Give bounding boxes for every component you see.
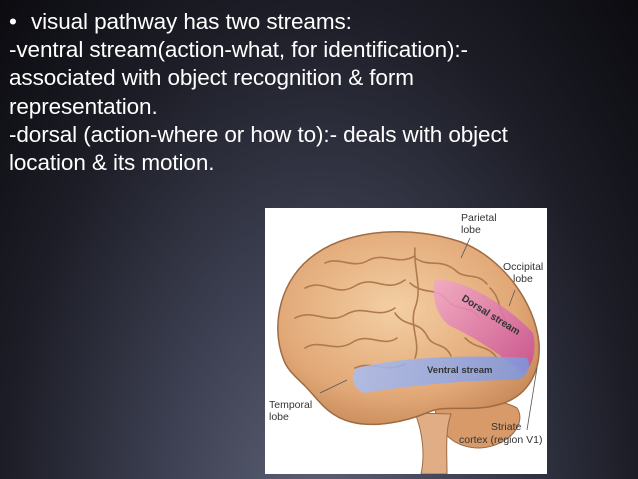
temporal-label: Temporal: [269, 399, 312, 411]
temporal-label-2: lobe: [269, 411, 289, 423]
brain-diagram-figure: Dorsal stream Ventral stream Parietal lo…: [265, 208, 547, 474]
brain-diagram: Dorsal stream Ventral stream Parietal lo…: [269, 212, 543, 474]
text-line-5: -dorsal (action-where or how to):- deals…: [9, 121, 508, 147]
bullet-line: • visual pathway has two streams:: [9, 8, 634, 36]
ventral-stream-shape: [352, 356, 530, 393]
bullet-dot: •: [9, 9, 17, 34]
text-line-1: visual pathway has two streams:: [31, 9, 352, 34]
text-line-6: location & its motion.: [9, 150, 215, 176]
dorsal-stream-shape: [433, 279, 535, 373]
leader-lines: [319, 237, 538, 431]
parietal-label: Parietal: [461, 212, 497, 224]
text-line-4: representation.: [9, 93, 158, 119]
text-line-3: associated with object recognition & for…: [9, 65, 414, 91]
ventral-stream-label: Ventral stream: [427, 365, 492, 376]
striate-label: Striate: [491, 421, 522, 433]
slide-body-text: • visual pathway has two streams: -ventra…: [9, 8, 634, 177]
occipital-label-2: lobe: [513, 273, 533, 285]
brainstem-shape: [414, 412, 452, 474]
text-line-2: -ventral stream(action-what, for identif…: [9, 37, 468, 63]
parietal-label-2: lobe: [461, 224, 481, 236]
occipital-label: Occipital: [503, 261, 543, 273]
striate-label-2: cortex (region V1): [459, 434, 542, 446]
